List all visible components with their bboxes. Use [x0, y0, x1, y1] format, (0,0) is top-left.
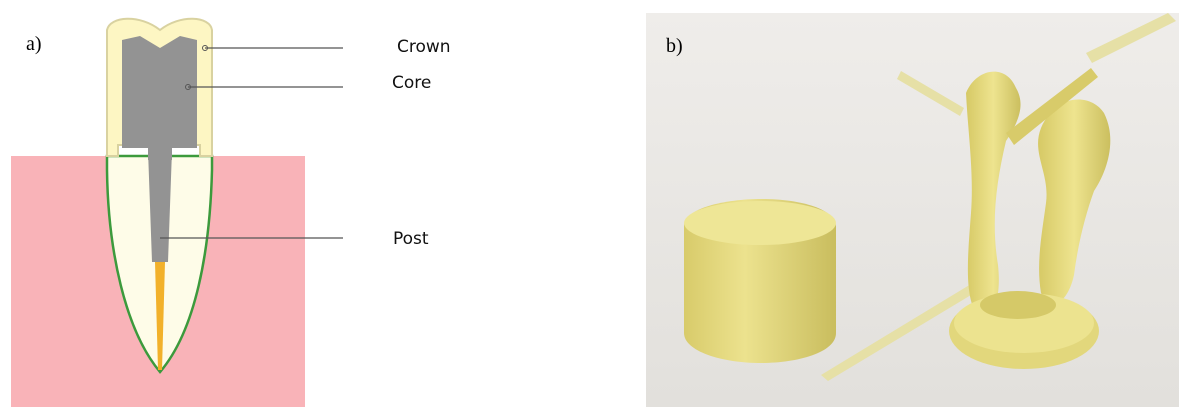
panel-b-letter: b) — [666, 35, 683, 58]
tooth-cross-section — [0, 0, 600, 407]
panel-b-photo: b) — [646, 13, 1179, 407]
panel-a-letter: a) — [26, 33, 42, 56]
cylinder-top — [684, 201, 836, 245]
core-shape — [122, 36, 197, 160]
crown-label: Crown — [397, 37, 451, 57]
panel-a-tooth-diagram: a) Crown Core Post — [0, 0, 600, 407]
post-shape — [148, 150, 172, 262]
post-and-core-photo — [646, 13, 1179, 407]
neck-shadow — [980, 291, 1056, 319]
core-label: Core — [392, 73, 431, 93]
post-label: Post — [393, 229, 429, 249]
